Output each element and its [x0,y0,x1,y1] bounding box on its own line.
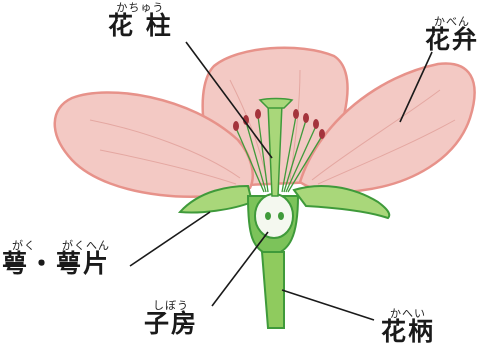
ovary-shape [254,193,294,239]
ruby-calyx: がく がくへん [2,240,110,251]
label-style: かちゅう 花 柱 [108,2,173,38]
label-pedicel: かへい 花柄 [381,308,435,344]
label-ovary: しぼう 子房 [144,300,198,336]
text-pedicel: 花柄 [381,317,436,346]
leader-petal [399,51,433,123]
label-calyx: がく がくへん 萼・萼片 [2,240,110,276]
leader-calyx [129,211,211,267]
stigma-shape [258,97,294,109]
leader-style [185,41,273,159]
text-calyx: 萼・萼片 [2,249,111,278]
ruby-style: かちゅう [116,1,165,14]
leader-lines [129,41,433,321]
petal-left [53,91,254,198]
sepal-right [292,185,391,220]
pedicel-shape [260,251,285,329]
ruby-petal: かべん [434,15,470,28]
text-style: 花 柱 [108,11,173,40]
petal-veins [89,69,456,185]
stamen-anthers [233,109,325,139]
ovule-right [278,212,284,220]
sepal-left [177,184,254,214]
ruby-ovary: しぼう [153,299,189,312]
text-petal: 花弁 [425,25,480,54]
text-ovary: 子房 [144,309,199,338]
leader-ovary [211,231,269,307]
ruby-calyx-2: がくへん [62,239,110,252]
ovule-left [265,212,271,220]
ruby-calyx-1: がく [12,239,36,252]
leader-pedicel [281,289,375,321]
ruby-pedicel: かへい [390,307,426,320]
stamen-filaments [235,115,323,193]
label-petal: かべん 花弁 [425,16,479,52]
